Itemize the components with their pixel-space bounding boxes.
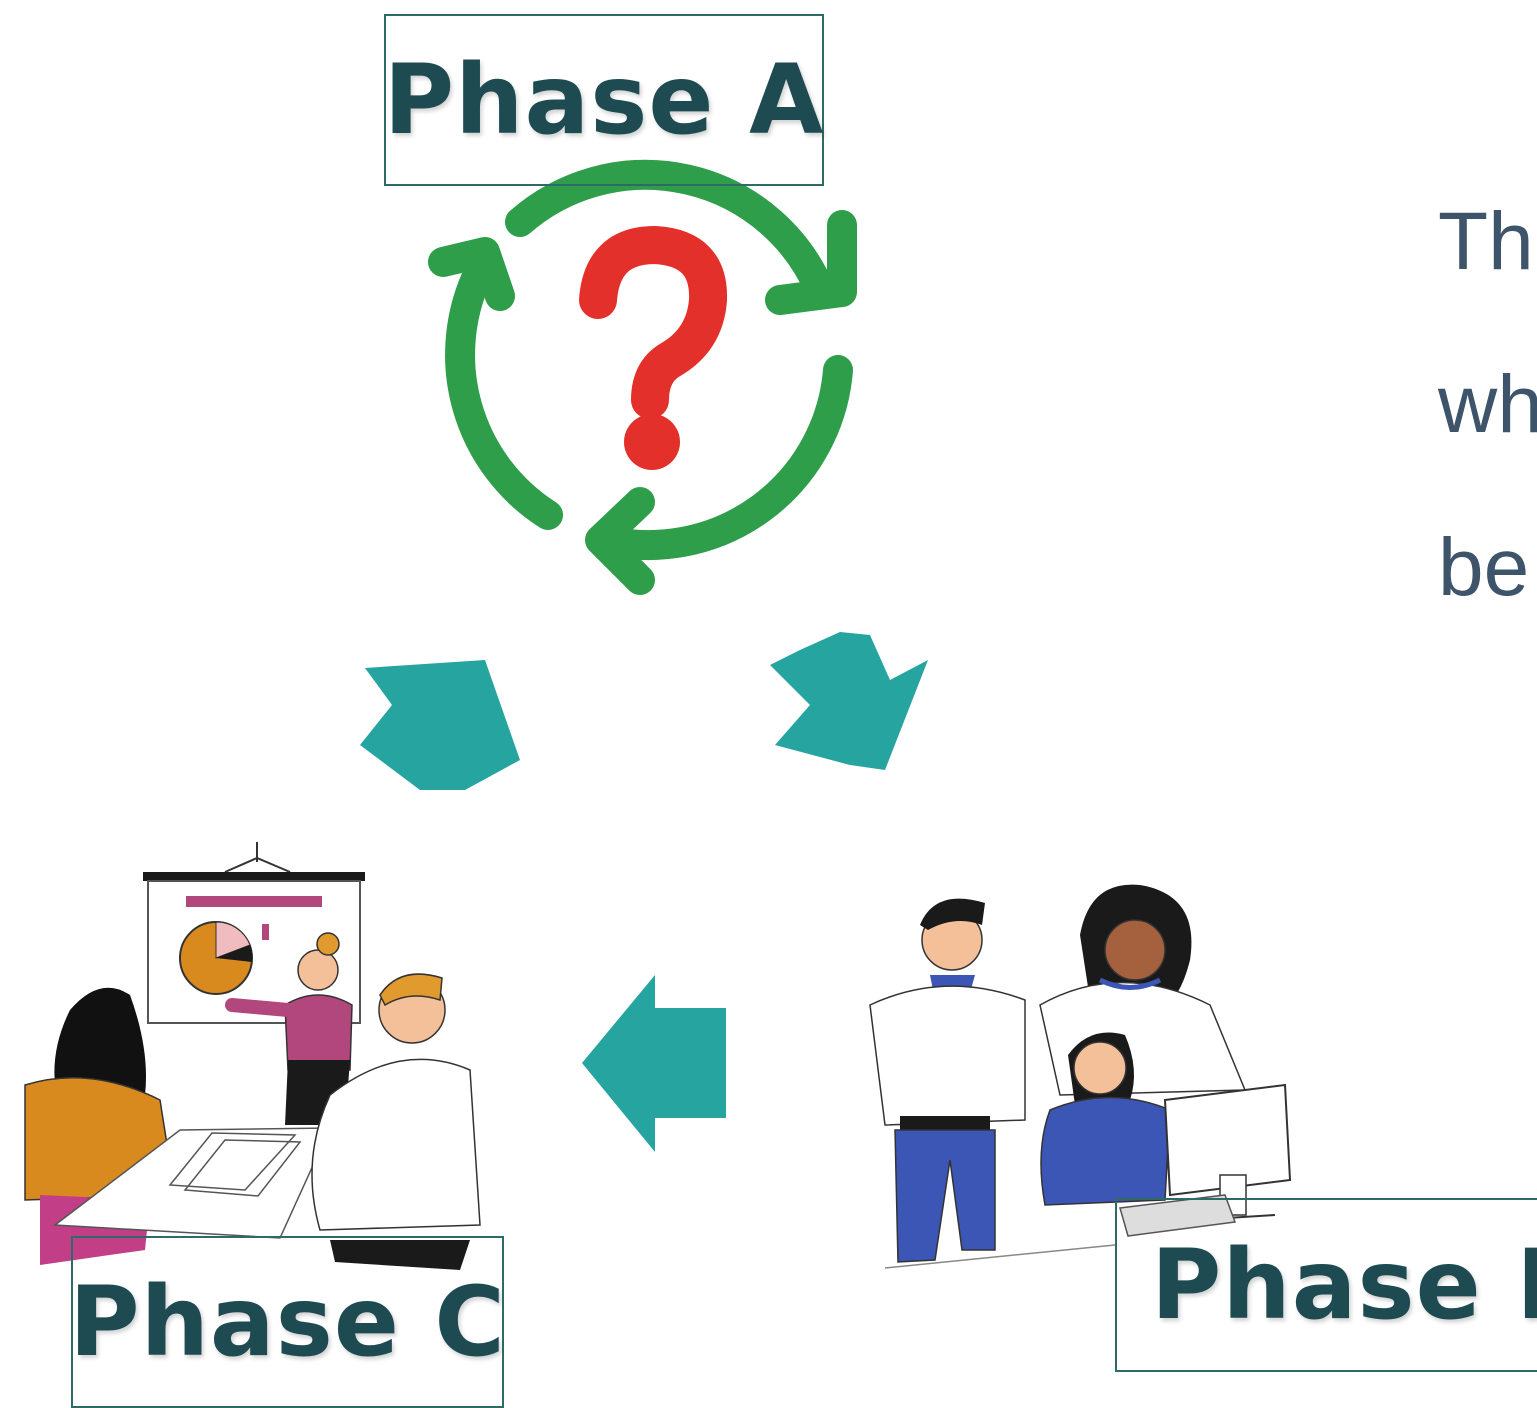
phase-b-label: Phase B	[1151, 1229, 1537, 1341]
phase-c-box: Phase C	[69, 1236, 506, 1408]
side-text-line-3: be	[1438, 522, 1530, 613]
phase-b-box: Phase B	[1115, 1198, 1537, 1372]
team-computer-illustration	[869, 884, 1292, 1269]
phase-c-label: Phase C	[69, 1266, 506, 1378]
side-text-line-1: Th	[1438, 196, 1534, 287]
meeting-illustration	[24, 842, 481, 1270]
phase-a-box: Phase A	[384, 14, 824, 186]
arrow-c-to-a	[360, 660, 520, 790]
arrow-b-to-c	[582, 975, 726, 1152]
side-text-line-2: wh	[1438, 359, 1537, 450]
cycle-arrows-icon	[428, 159, 857, 595]
side-text: Th wh be	[1438, 160, 1537, 649]
question-mark-icon	[579, 225, 728, 470]
arrow-a-to-b	[770, 632, 928, 770]
phase-a-label: Phase A	[383, 44, 825, 156]
